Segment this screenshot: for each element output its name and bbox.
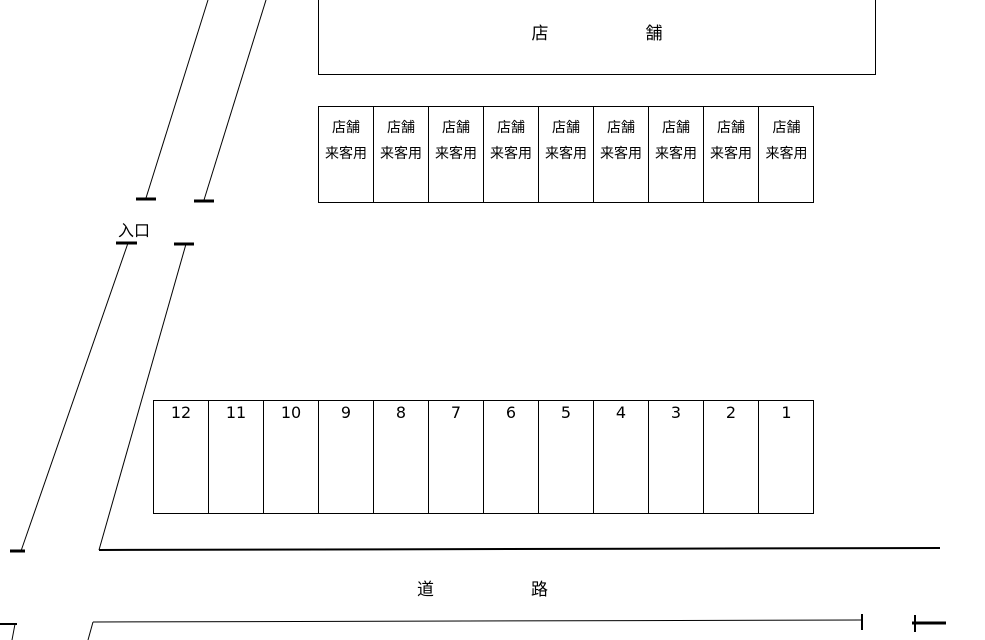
- parking-space: 11: [209, 401, 264, 513]
- guest-space: 店舗来客用: [319, 107, 374, 202]
- lower-left-drive-line: [20, 242, 129, 552]
- lower-right-drive-line: [98, 243, 187, 551]
- bottom-left-mark-tail: [11, 623, 16, 640]
- parking-space: 2: [704, 401, 759, 513]
- guest-space: 店舗来客用: [649, 107, 704, 202]
- parking-space: 4: [594, 401, 649, 513]
- upper-left-drive-line: [145, 0, 209, 199]
- parking-space: 10: [264, 401, 319, 513]
- guest-space: 店舗来客用: [539, 107, 594, 202]
- guest-space: 店舗来客用: [704, 107, 759, 202]
- road-label: 道 路: [417, 580, 588, 600]
- parking-space: 7: [429, 401, 484, 513]
- parking-space: 12: [154, 401, 209, 513]
- parking-space: 9: [319, 401, 374, 513]
- road-upper-edge: [98, 547, 941, 551]
- entrance-label: 入口: [118, 221, 151, 240]
- parking-space: 3: [649, 401, 704, 513]
- road-lower-left-curve: [87, 621, 94, 640]
- road-lower-edge: [92, 619, 863, 623]
- guest-parking-row: 店舗来客用 店舗来客用 店舗来客用 店舗来客用 店舗来客用 店舗来客用 店舗来客…: [318, 106, 814, 203]
- guest-space: 店舗来客用: [484, 107, 539, 202]
- upper-right-drive-line: [203, 0, 267, 201]
- parking-space: 5: [539, 401, 594, 513]
- guest-space: 店舗来客用: [429, 107, 484, 202]
- store-label: 店 舗: [531, 24, 703, 44]
- parking-space: 6: [484, 401, 539, 513]
- guest-space: 店舗来客用: [765, 120, 808, 162]
- numbered-parking-row: 12 11 10 9 8 7 6 5 4 3 2 1: [153, 400, 814, 514]
- guest-space: 店舗来客用: [594, 107, 649, 202]
- guest-space: 店舗来客用: [374, 107, 429, 202]
- store-building: 店 舗: [318, 0, 876, 75]
- parking-space: 8: [374, 401, 429, 513]
- parking-space: 1: [781, 403, 792, 422]
